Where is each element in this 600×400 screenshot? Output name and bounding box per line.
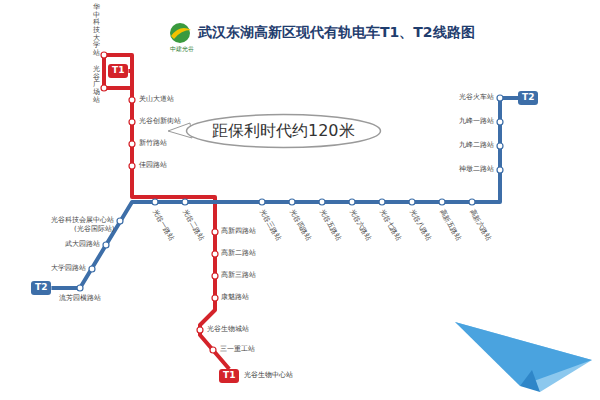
station-name: 新竹路站 xyxy=(139,140,167,148)
station-dot xyxy=(210,347,216,353)
badge-text: T2 xyxy=(522,93,534,103)
station-dot xyxy=(152,199,158,205)
callout-outline xyxy=(187,115,381,148)
station-dot xyxy=(197,327,203,333)
station-dot xyxy=(129,97,135,103)
station-dot xyxy=(259,199,265,205)
station-dot xyxy=(212,295,218,301)
station-name: 高新六路站 xyxy=(467,208,491,242)
station-dot xyxy=(101,52,107,58)
station-name: 康魅路站 xyxy=(221,294,249,302)
station-dot xyxy=(117,218,123,224)
station-name: 高新三路站 xyxy=(221,272,256,280)
station-name: 光谷八路站 xyxy=(407,208,431,242)
tram-route xyxy=(51,98,518,288)
station-name: 武大园路站 xyxy=(65,241,100,249)
station-dot xyxy=(101,85,107,91)
station-dot xyxy=(89,266,95,272)
station-dot xyxy=(497,167,503,173)
logo-mark xyxy=(170,23,191,43)
tram-route xyxy=(128,71,229,369)
station-dot xyxy=(349,199,355,205)
badge-text: T1 xyxy=(223,371,235,381)
station-dot xyxy=(212,229,218,235)
line-badge: T2 xyxy=(31,281,51,295)
station-name: 光谷生物城站 xyxy=(207,326,249,334)
station-dot xyxy=(129,141,135,147)
station-name: 光谷二路站 xyxy=(180,208,204,242)
line-badge: T2 xyxy=(518,91,538,105)
station-name: 高新四路站 xyxy=(221,228,256,236)
station-dot xyxy=(103,242,109,248)
line-badge: T1 xyxy=(219,369,239,383)
station-name: 关山大道站 xyxy=(139,96,174,104)
station-name: 光谷火车站 xyxy=(459,94,494,102)
station-dot xyxy=(497,95,503,101)
station-name: 光谷创新街站 xyxy=(139,118,181,126)
station-dot xyxy=(319,199,325,205)
station-dot xyxy=(379,199,385,205)
station-name: 高新五路站 xyxy=(437,208,461,242)
station-dot xyxy=(469,199,475,205)
station-name: 光谷广场站 xyxy=(93,66,100,104)
station-name: 九峰二路站 xyxy=(459,142,494,150)
station-dot xyxy=(289,199,295,205)
station-name: 流芳园横路站 xyxy=(59,295,101,303)
paper-plane xyxy=(455,322,592,392)
station-dot xyxy=(409,199,415,205)
station-name: 三一重工站 xyxy=(220,346,255,354)
station-name: 光谷一路站 xyxy=(150,208,174,242)
station-dot xyxy=(497,119,503,125)
map-title: 武汉东湖高新区现代有轨电车T1、T2线路图 xyxy=(198,25,475,40)
station-name: 高新二路站 xyxy=(221,250,256,258)
station-name: 华中科技大学站 xyxy=(93,4,100,58)
station-dot xyxy=(439,199,445,205)
station-name: 神墩二路站 xyxy=(459,166,494,174)
station-dot xyxy=(182,199,188,205)
station-name: 大学园路站 xyxy=(51,265,86,273)
line-badge: T1 xyxy=(108,64,128,78)
station-name: 光谷生物中心站 xyxy=(244,372,293,380)
logo-text: 中建光谷 xyxy=(170,46,194,53)
station-dot xyxy=(77,285,83,291)
badge-text: T1 xyxy=(112,66,124,76)
callout-bubble: 距保利时代约120米 xyxy=(185,113,382,149)
station-name: 光谷七路站 xyxy=(377,208,401,242)
station-dots xyxy=(77,52,503,353)
station-name: 九峰一路站 xyxy=(459,118,494,126)
station-dot xyxy=(212,251,218,257)
station-dot xyxy=(212,273,218,279)
station-note: (光谷国际站) xyxy=(74,226,114,234)
station-name: 光谷四路站 xyxy=(287,208,311,242)
station-name: 光谷科技会展中心站 xyxy=(51,217,114,225)
station-name: 光谷六路站 xyxy=(347,208,371,242)
station-dot xyxy=(129,163,135,169)
badge-text: T2 xyxy=(35,283,47,293)
station-name: 佳园路站 xyxy=(139,162,167,170)
loop-track xyxy=(104,55,132,88)
station-name: 光谷三路站 xyxy=(257,208,281,242)
station-name: 光谷五路站 xyxy=(317,208,341,242)
station-dot xyxy=(129,119,135,125)
callout-text: 距保利时代约120米 xyxy=(212,122,355,140)
station-dot xyxy=(497,143,503,149)
